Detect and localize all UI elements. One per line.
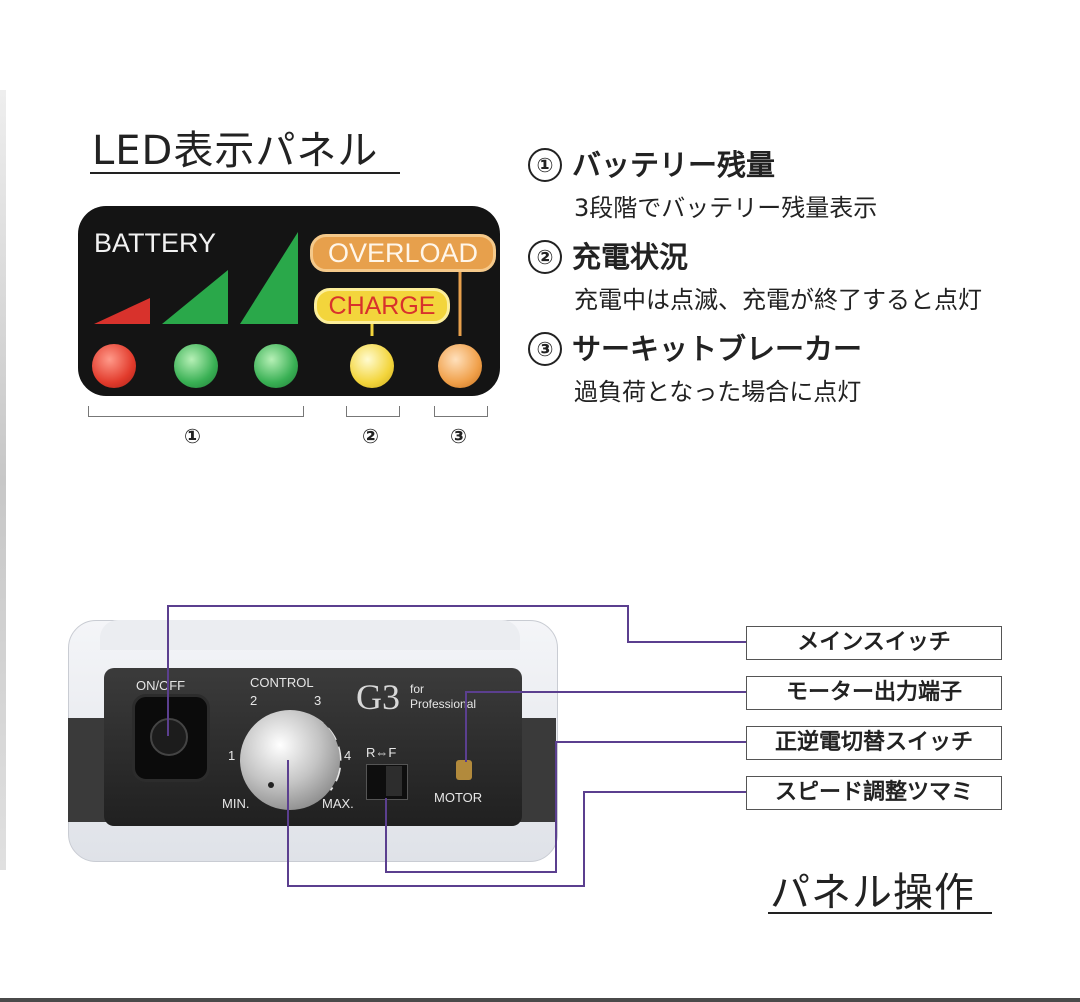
led-overload-orange (438, 344, 482, 388)
callout-speed-knob: スピード調整ツマミ (746, 776, 1002, 810)
description-body-3: 過負荷となった場合に点灯 (574, 378, 862, 406)
motor-output-jack[interactable] (456, 760, 472, 780)
battery-label: BATTERY (94, 228, 217, 258)
battery-bar-mid (162, 270, 228, 324)
on-off-label: ON/OFF (136, 678, 186, 693)
rf-switch-label: R⇔F (366, 745, 397, 760)
brand-sub-professional: Professional (410, 697, 477, 711)
description-number: ③ (528, 332, 562, 366)
callout-motor-output: モーター出力端子 (746, 676, 1002, 710)
led-battery-red (92, 344, 136, 388)
direction-switch-lever (386, 766, 402, 796)
battery-bar-low (94, 298, 150, 324)
description-title-1: ① バッテリー残量 (528, 142, 1008, 184)
left-edge-photo-strip (0, 90, 6, 870)
bracket-number-2: ② (362, 424, 379, 448)
led-section-title: LED表示パネル (92, 128, 379, 174)
bracket-battery (88, 406, 304, 417)
brand-sub-for: for (410, 682, 425, 696)
bottom-rule (0, 998, 1080, 1002)
knob-indicator-dot (268, 782, 274, 788)
description-body-1: 3段階でバッテリー残量表示 (574, 194, 878, 222)
max-label: MAX. (322, 796, 354, 811)
description-title-2: ② 充電状況 (528, 234, 1008, 276)
dial-number-3: 3 (314, 693, 322, 708)
description-title-3: ③ サーキットブレーカー (528, 326, 1008, 368)
dial-number-4: 4 (344, 748, 352, 763)
description-title-text: バッテリー残量 (572, 148, 776, 182)
charge-label: CHARGE (314, 288, 450, 324)
speed-control-knob[interactable] (240, 710, 340, 810)
bracket-overload (434, 406, 488, 417)
dial-number-1: 1 (228, 748, 236, 763)
led-battery-green-1 (174, 344, 218, 388)
bracket-number-3: ③ (450, 424, 467, 448)
callout-main-switch: メインスイッチ (746, 626, 1002, 660)
led-battery-green-2 (254, 344, 298, 388)
description-title-text: サーキットブレーカー (572, 332, 863, 366)
description-number: ② (528, 240, 562, 274)
callout-line-main-switch (167, 605, 746, 736)
battery-level-bars (94, 232, 462, 336)
title-underline (90, 172, 400, 174)
bracket-number-1: ① (184, 424, 201, 448)
bracket-charge (346, 406, 400, 417)
brand-logo: G3 (356, 677, 400, 717)
dial-number-2: 2 (250, 693, 258, 708)
led-charge-yellow (350, 344, 394, 388)
callout-direction-switch: 正逆電切替スイッチ (746, 726, 1002, 760)
control-label: CONTROL (250, 675, 314, 690)
callout-line-direction-switch (385, 741, 746, 873)
callout-line-motor-output (465, 691, 746, 762)
panel-section-title: パネル操作 (770, 870, 975, 916)
battery-bar-high (240, 232, 298, 324)
device-top (100, 620, 520, 650)
callout-line-speed-knob (287, 760, 746, 887)
min-label: MIN. (222, 796, 250, 811)
overload-label: OVERLOAD (310, 234, 496, 272)
description-body-2: 充電中は点滅、充電が終了すると点灯 (574, 286, 982, 314)
panel-title-underline (768, 912, 992, 914)
description-number: ① (528, 148, 562, 182)
description-list: ① バッテリー残量 3段階でバッテリー残量表示 ② 充電状況 充電中は点滅、充電が終… (528, 142, 1008, 408)
motor-label: MOTOR (434, 790, 483, 805)
description-title-text: 充電状況 (572, 240, 689, 274)
